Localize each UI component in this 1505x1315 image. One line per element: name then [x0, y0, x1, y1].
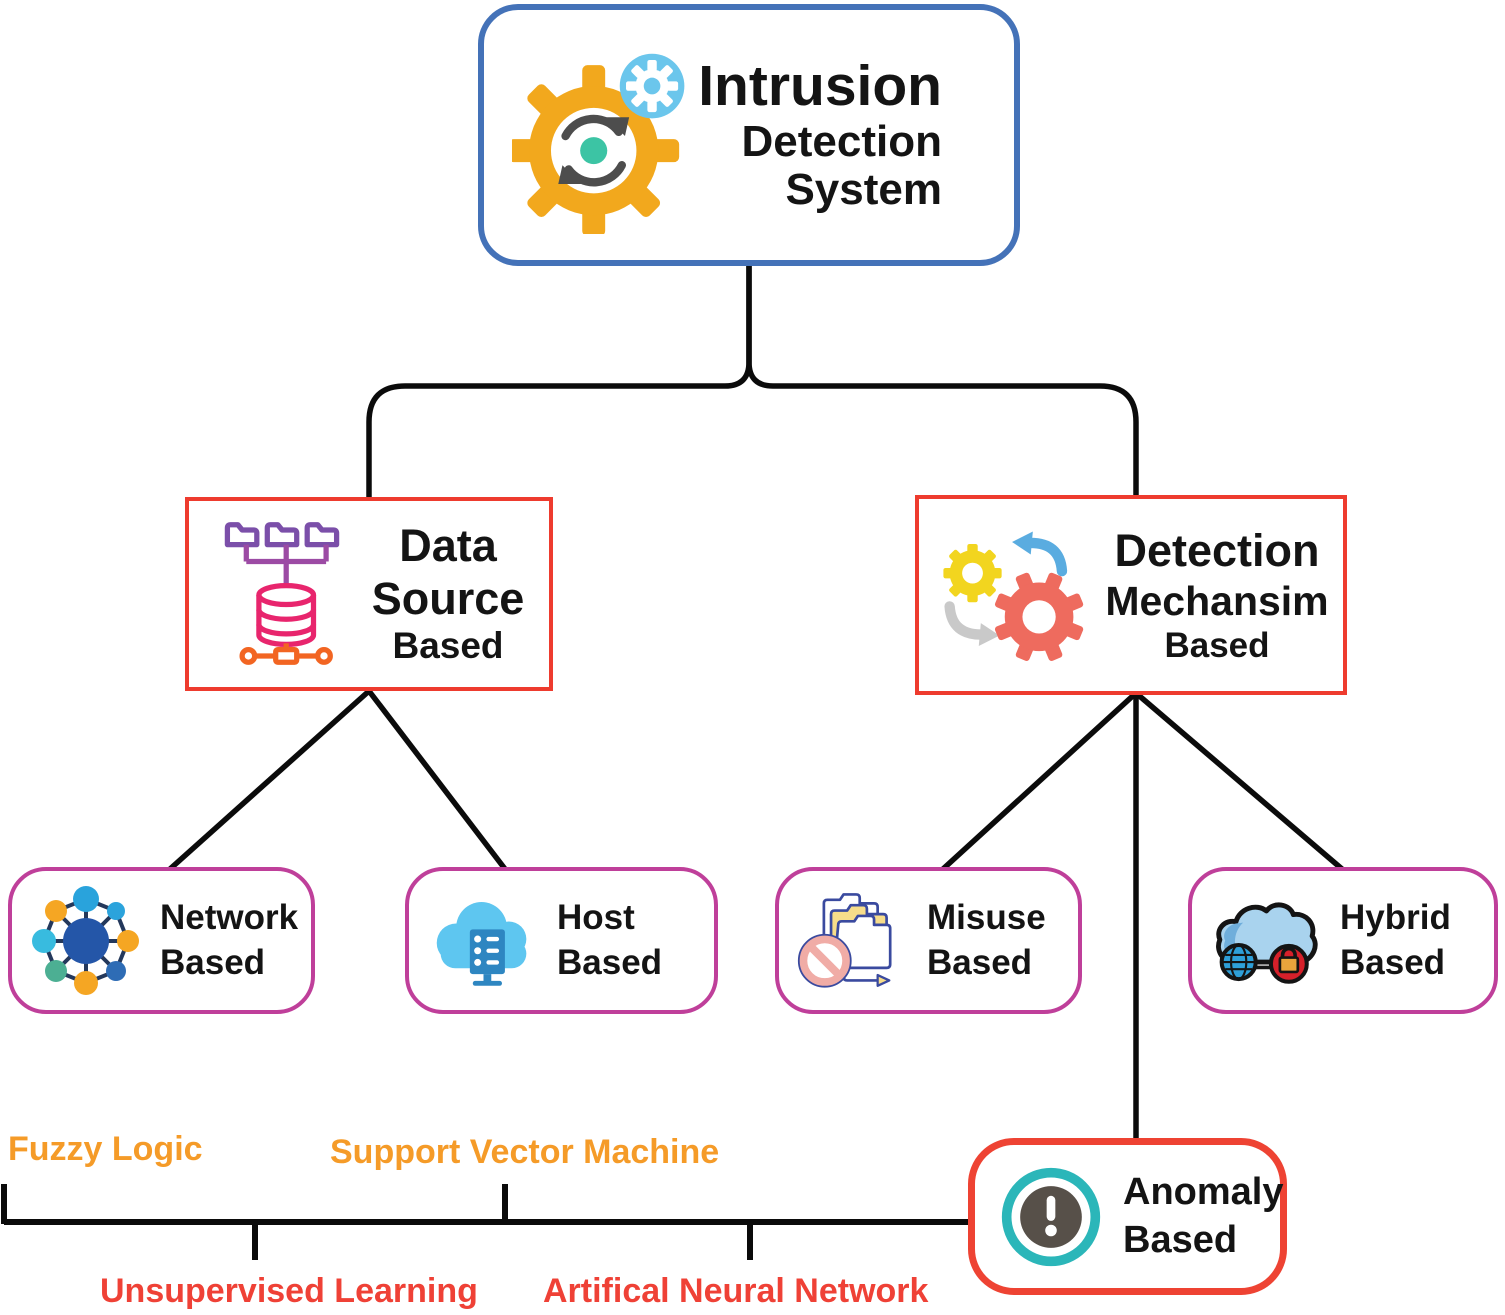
node-host-based: Host Based: [405, 867, 718, 1014]
host-label-line2: Based: [557, 942, 663, 982]
root-label-line1: Intrusion: [698, 54, 942, 119]
connector-mech-to-misuse: [941, 690, 1138, 872]
connector-mech-to-hybrid: [1134, 690, 1344, 872]
detection-mech-label-line2: Mechansim: [1105, 577, 1329, 624]
hybrid-label-line2: Based: [1340, 942, 1446, 982]
node-misuse-based: Misuse Based: [775, 867, 1082, 1014]
connector-data-to-network: [168, 688, 371, 872]
data-source-label-line3: Based: [392, 624, 504, 666]
cloud-globe-lock-icon: [1210, 882, 1322, 1000]
node-intrusion-detection-system: Intrusion Detection System: [478, 4, 1020, 266]
data-source-label-line1: Data: [399, 520, 497, 572]
gears-sync-icon: [506, 35, 696, 235]
host-label-line1: Host: [557, 897, 635, 937]
connector-root-to-detection-mechanism: [746, 266, 1139, 495]
misuse-label-line1: Misuse: [927, 897, 1046, 937]
technique-artificial-neural-network: Artifical Neural Network: [543, 1272, 929, 1310]
cloud-server-icon: [427, 882, 539, 1000]
network-label-line2: Based: [160, 942, 266, 982]
data-source-label-line2: Source: [371, 572, 525, 624]
anomaly-label-line1: Anomaly: [1123, 1170, 1284, 1213]
node-hybrid-based: Hybrid Based: [1188, 867, 1498, 1014]
node-detection-mechanism-based: Detection Mechansim Based: [915, 495, 1347, 695]
root-label-line2: Detection: [741, 116, 942, 166]
connector-root-to-data-source: [366, 266, 752, 497]
blocked-folder-icon: [797, 882, 909, 1000]
alert-exclamation-icon: [997, 1163, 1105, 1271]
hybrid-label-line1: Hybrid: [1340, 897, 1451, 937]
connector-data-to-host: [366, 689, 508, 871]
network-hub-icon: [30, 882, 142, 1000]
detection-mech-label-line3: Based: [1164, 626, 1270, 666]
anomaly-label-line2: Based: [1123, 1218, 1238, 1261]
node-anomaly-based: Anomaly Based: [968, 1138, 1287, 1295]
technique-fuzzy-logic: Fuzzy Logic: [8, 1130, 203, 1168]
network-label-line1: Network: [160, 897, 299, 937]
misuse-label-line2: Based: [927, 942, 1033, 982]
rotating-gears-icon: [931, 520, 1091, 670]
detection-mech-label-line1: Detection: [1114, 524, 1320, 576]
root-label-line3: System: [785, 165, 942, 215]
node-data-source-based: Data Source Based: [185, 497, 553, 691]
technique-support-vector-machine: Support Vector Machine: [330, 1133, 720, 1171]
folders-database-icon: [217, 509, 347, 679]
node-network-based: Network Based: [8, 867, 315, 1014]
technique-unsupervised-learning: Unsupervised Learning: [100, 1272, 478, 1310]
